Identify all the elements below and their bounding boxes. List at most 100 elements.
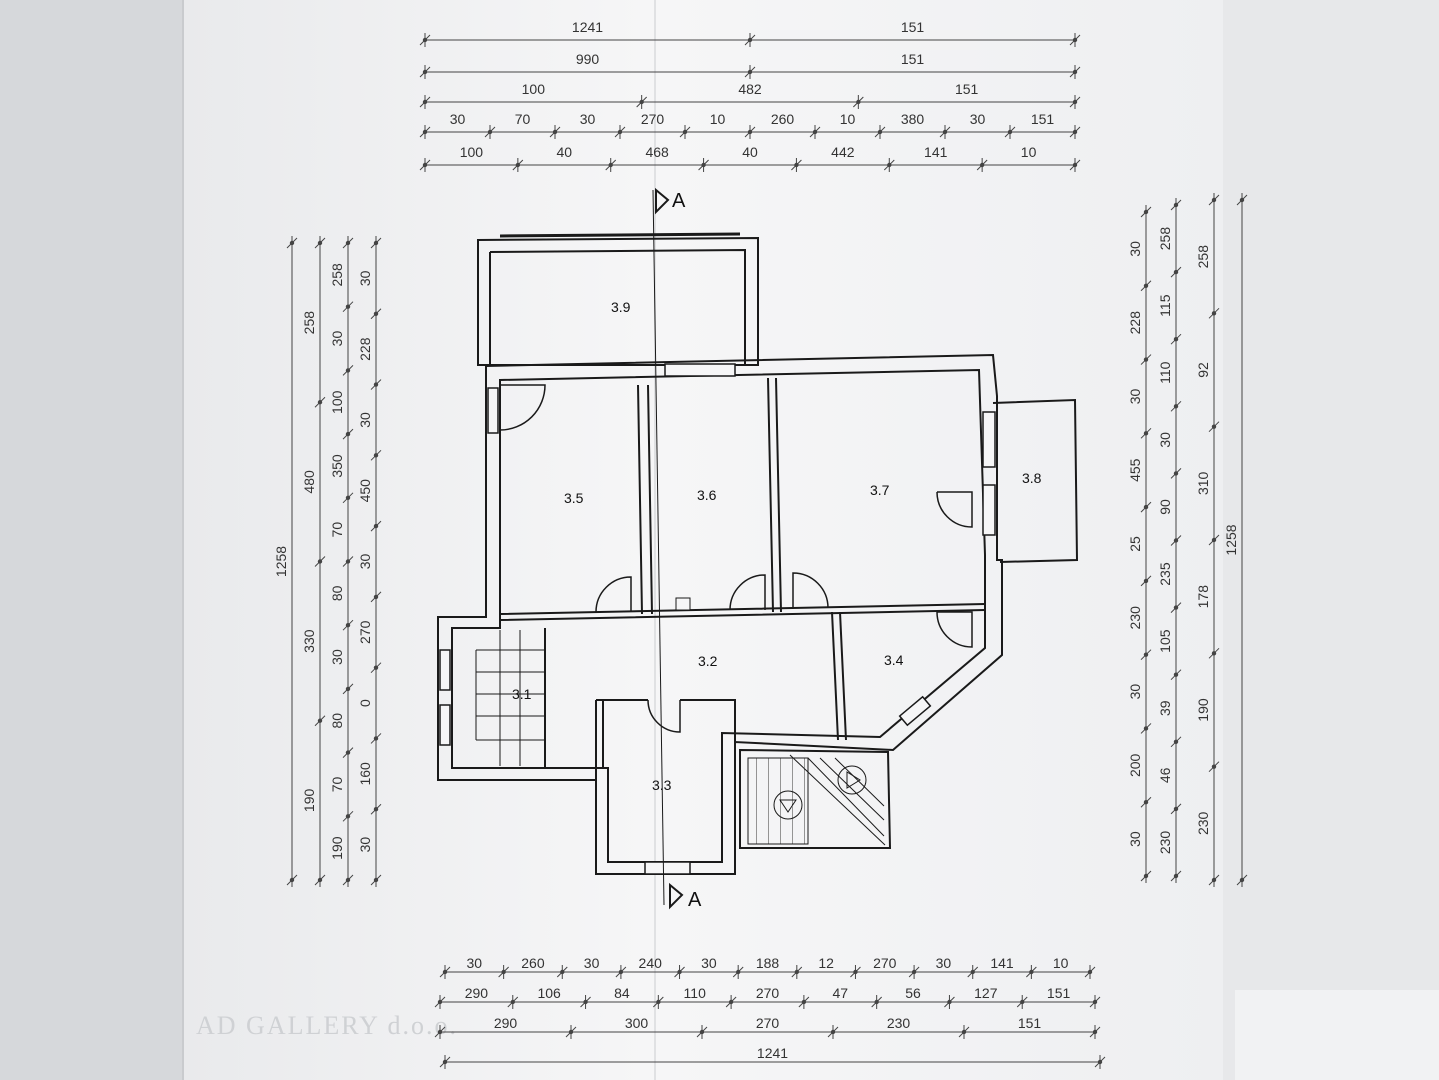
dim-top-r4-5: 141 [924,144,948,160]
dim-top-r3-2: 30 [580,111,596,127]
dim-bot-r1-8: 151 [1047,985,1071,1001]
dim-right-c0-1: 228 [1127,311,1143,335]
dim-bot-r0-9: 141 [990,955,1014,971]
dim-right-c1-9: 230 [1157,831,1173,855]
dim-top-r2-0: 100 [522,81,546,97]
dim-right-c0-2: 30 [1127,388,1143,404]
dim-left-c1-3: 190 [301,788,317,812]
dim-top-r4-4: 442 [831,144,855,160]
dim-bot-r0-8: 30 [936,955,952,971]
dim-left-c1-0: 258 [301,311,317,335]
dim-left-c3-4: 30 [357,554,373,570]
dim-right-c0-3: 455 [1127,458,1143,482]
dim-left-c2-3: 350 [329,454,345,478]
dim-top-r3-1: 70 [515,111,531,127]
dim-bot-r1-7: 127 [974,985,998,1001]
dim-top-r0-1: 151 [901,19,925,35]
dim-bot-r2-1: 300 [625,1015,649,1031]
dim-bot-r0-6: 12 [818,955,834,971]
dim-right-c0-6: 30 [1127,684,1143,700]
dim-left-c0-0: 1258 [273,546,289,577]
dim-right-c0-4: 25 [1127,536,1143,552]
dim-top-r4-2: 468 [645,144,669,160]
dim-right-c2-4: 190 [1195,698,1211,722]
dim-top-r3-9: 151 [1031,111,1055,127]
dim-right-c1-1: 115 [1157,294,1173,317]
dim-bot-r0-7: 270 [873,955,897,971]
stamp: AD GALLERY d.o.o. [196,1011,458,1040]
dim-top-r4-1: 40 [556,144,572,160]
dim-bot-r0-10: 10 [1053,955,1069,971]
dim-right-c0-5: 230 [1127,606,1143,630]
room-label-3-9: 3.9 [611,299,631,315]
dim-bot-r0-5: 188 [756,955,780,971]
dim-left-c2-8: 70 [329,776,345,792]
dim-left-c2-7: 80 [329,713,345,729]
dim-bot-r2-3: 230 [887,1015,911,1031]
dim-left-c3-8: 30 [357,837,373,853]
dim-bot-r1-1: 106 [537,985,561,1001]
dim-left-c2-9: 190 [329,836,345,860]
dim-right-c1-6: 105 [1157,629,1173,653]
dim-right-c2-1: 92 [1195,362,1211,378]
dim-bot-r0-2: 30 [584,955,600,971]
dim-right-c2-5: 230 [1195,811,1211,835]
dim-right-c1-3: 30 [1157,432,1173,448]
dim-top-r2-2: 151 [955,81,979,97]
dim-top-r3-0: 30 [450,111,466,127]
dim-right-c0-0: 30 [1127,241,1143,257]
dim-bot-r0-0: 30 [467,955,483,971]
dim-right-c1-4: 90 [1157,499,1173,515]
dim-top-r3-8: 30 [970,111,986,127]
section-label-bottom: A [688,889,702,911]
dim-top-r1-1: 151 [901,51,925,67]
section-line [652,187,691,910]
room-label-3-8: 3.8 [1022,470,1042,486]
dim-left-c2-0: 258 [329,263,345,287]
dim-left-c2-5: 80 [329,585,345,601]
dim-top-r4-6: 10 [1021,144,1037,160]
dim-top-r3-4: 10 [710,111,726,127]
dim-top-r3-6: 10 [840,111,856,127]
walls [437,232,1079,875]
dim-right-c1-0: 258 [1157,227,1173,251]
dim-right-c0-7: 200 [1127,753,1143,777]
room-label-3-5: 3.5 [564,490,584,506]
dim-bot-r1-2: 84 [614,985,630,1001]
dim-left-c2-2: 100 [329,390,345,414]
dim-bot-r3-0: 1241 [757,1045,788,1061]
dim-top-r2-1: 482 [738,81,762,97]
dim-bot-r1-6: 56 [905,985,921,1001]
dim-left-c2-1: 30 [329,331,345,347]
stairs [475,630,886,846]
dim-top-r3-5: 260 [771,111,795,127]
dim-right-c0-8: 30 [1127,831,1143,847]
dim-bot-r2-2: 270 [756,1015,780,1031]
dim-left-c3-1: 228 [357,337,373,361]
section-label-top: A [672,190,686,212]
dim-bot-r1-4: 270 [756,985,780,1001]
doors [499,384,973,733]
dim-bot-r0-3: 240 [639,955,663,971]
paper-sheet [183,0,1223,1080]
dim-top-r3-3: 270 [641,111,665,127]
dim-right-c1-8: 46 [1157,767,1173,783]
dim-bot-r1-0: 290 [465,985,489,1001]
room-label-3-4: 3.4 [884,652,904,668]
dim-left-c3-2: 30 [357,412,373,428]
dim-right-c3-0: 1258 [1223,524,1239,555]
windows [439,363,996,875]
dim-bot-r1-5: 47 [832,985,848,1001]
dim-bot-r1-3: 110 [684,985,707,1001]
room-label-3-6: 3.6 [697,487,717,503]
room-label-3-2: 3.2 [698,653,718,669]
dimension-lines [286,33,1248,1069]
dim-left-c3-0: 30 [357,270,373,286]
dim-right-c1-5: 235 [1157,562,1173,586]
dim-top-r4-3: 40 [742,144,758,160]
dim-top-r0-0: 1241 [572,19,603,35]
dim-left-c3-7: 160 [357,762,373,786]
dim-right-c2-3: 178 [1195,585,1211,609]
dim-left-c1-1: 480 [301,470,317,494]
